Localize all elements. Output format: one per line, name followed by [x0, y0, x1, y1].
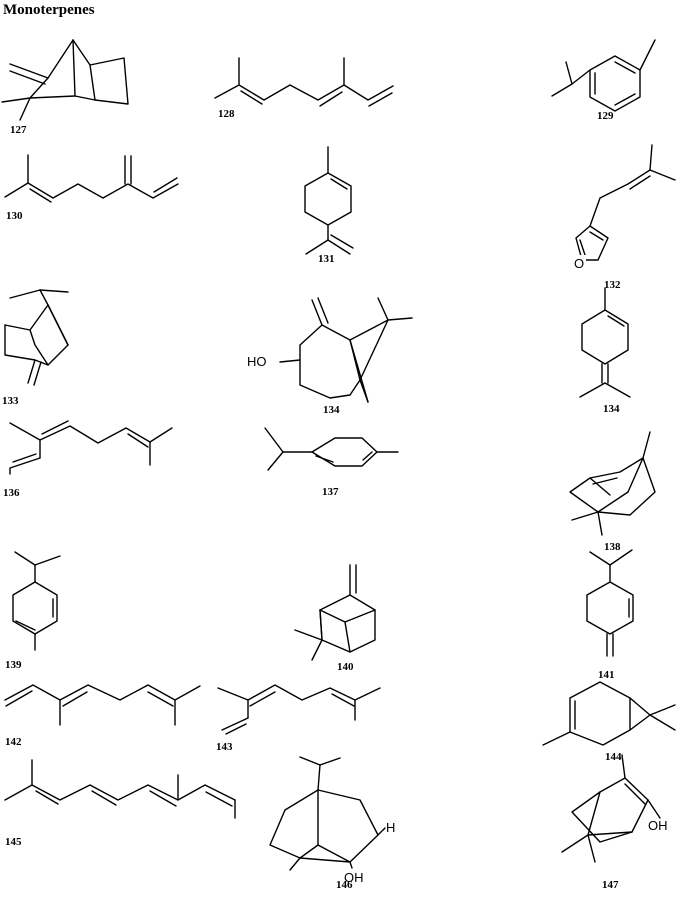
label-128: 128: [218, 108, 235, 120]
structure-137: 137: [264, 427, 399, 498]
atom-hydroxyl-146: OH: [344, 870, 364, 885]
structure-139: 139: [5, 551, 61, 671]
structure-138: 138: [569, 431, 656, 553]
label-147: 147: [602, 879, 619, 891]
label-130: 130: [6, 210, 23, 222]
label-144: 144: [605, 751, 622, 763]
structure-128: 128: [214, 57, 394, 120]
structure-130: 130: [4, 154, 179, 222]
label-137: 137: [322, 486, 339, 498]
structure-134b: 134: [579, 287, 631, 415]
label-127: 127: [10, 124, 27, 136]
structure-142: 142: [4, 684, 201, 748]
structure-127: 127: [1, 39, 129, 136]
atom-hydroxyl: HO: [247, 354, 267, 369]
atom-hydrogen: H: [386, 820, 395, 835]
structure-140: 140: [294, 564, 376, 673]
label-134b: 134: [603, 403, 620, 415]
label-138: 138: [604, 541, 621, 553]
atom-oxygen: O: [574, 256, 584, 271]
label-145: 145: [5, 836, 22, 848]
label-133: 133: [2, 395, 19, 407]
page-title: Monoterpenes: [3, 2, 95, 18]
label-142: 142: [5, 736, 22, 748]
label-129: 129: [597, 110, 614, 122]
structure-132: O 132: [572, 144, 676, 291]
structure-143: 143: [216, 684, 381, 753]
label-146: 146: [336, 879, 353, 891]
structure-129: 129: [551, 39, 656, 122]
structure-134: HO 134: [247, 297, 413, 416]
structure-141: 141: [586, 549, 634, 681]
structure-131: 131: [304, 146, 354, 265]
structure-145: 145: [4, 759, 236, 848]
label-131: 131: [318, 253, 335, 265]
label-136: 136: [3, 487, 20, 499]
structure-147: OH 147: [561, 754, 668, 891]
label-134a: 134: [323, 404, 340, 416]
atom-hydroxyl-147: OH: [648, 818, 668, 833]
structure-144: 144: [542, 681, 676, 763]
structure-136: 136: [3, 420, 173, 499]
label-141: 141: [598, 669, 615, 681]
label-139: 139: [5, 659, 22, 671]
label-143: 143: [216, 741, 233, 753]
label-140: 140: [337, 661, 354, 673]
label-132: 132: [604, 279, 621, 291]
structure-133: 133: [2, 289, 69, 407]
structure-146: H OH 146: [269, 756, 395, 891]
